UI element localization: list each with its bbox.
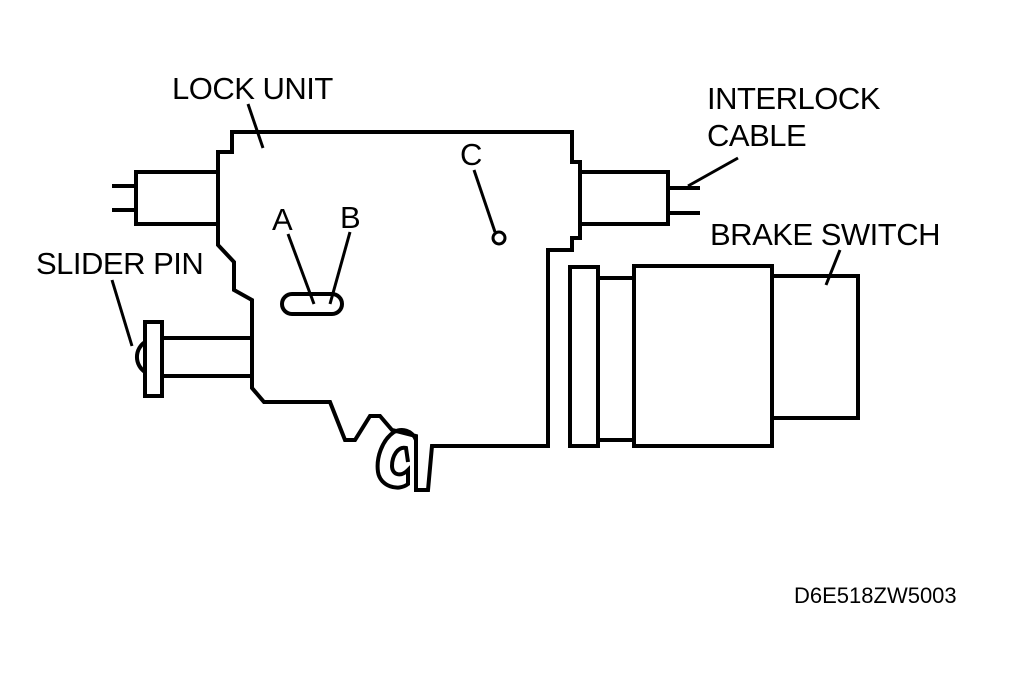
brake-switch-plate — [568, 265, 600, 448]
label-point-b: B — [340, 200, 360, 235]
slider-pin-shaft — [160, 336, 252, 378]
brake-switch-ring — [596, 276, 636, 442]
leader-brake-switch — [824, 249, 842, 286]
left-connector — [134, 170, 218, 226]
slider-pin-flange — [143, 320, 164, 398]
lock-unit-housing — [216, 130, 582, 492]
label-brake-switch: BRAKE SWITCH — [710, 217, 940, 252]
slot-a-b — [280, 292, 344, 316]
slider-pin-head — [135, 340, 147, 374]
label-interlock: INTERLOCK — [707, 81, 881, 116]
leader-lock-unit — [246, 103, 265, 149]
label-slider-pin: SLIDER PIN — [36, 246, 203, 281]
point-c-marker — [491, 230, 507, 246]
interlock-connector — [580, 170, 670, 226]
figure-code: D6E518ZW5003 — [794, 583, 957, 608]
leader-point-c — [472, 169, 497, 233]
hook-clip — [375, 428, 418, 490]
label-point-a: A — [272, 202, 293, 237]
leader-interlock-cable — [687, 156, 739, 188]
brake-switch-plunger — [770, 274, 860, 420]
leader-point-b — [328, 231, 352, 305]
label-lock-unit: LOCK UNIT — [172, 71, 333, 106]
label-point-c: C — [460, 137, 482, 172]
label-cable: CABLE — [707, 118, 806, 153]
brake-switch-body — [632, 264, 774, 448]
leader-slider-pin — [110, 279, 134, 347]
leader-point-a — [286, 233, 316, 305]
